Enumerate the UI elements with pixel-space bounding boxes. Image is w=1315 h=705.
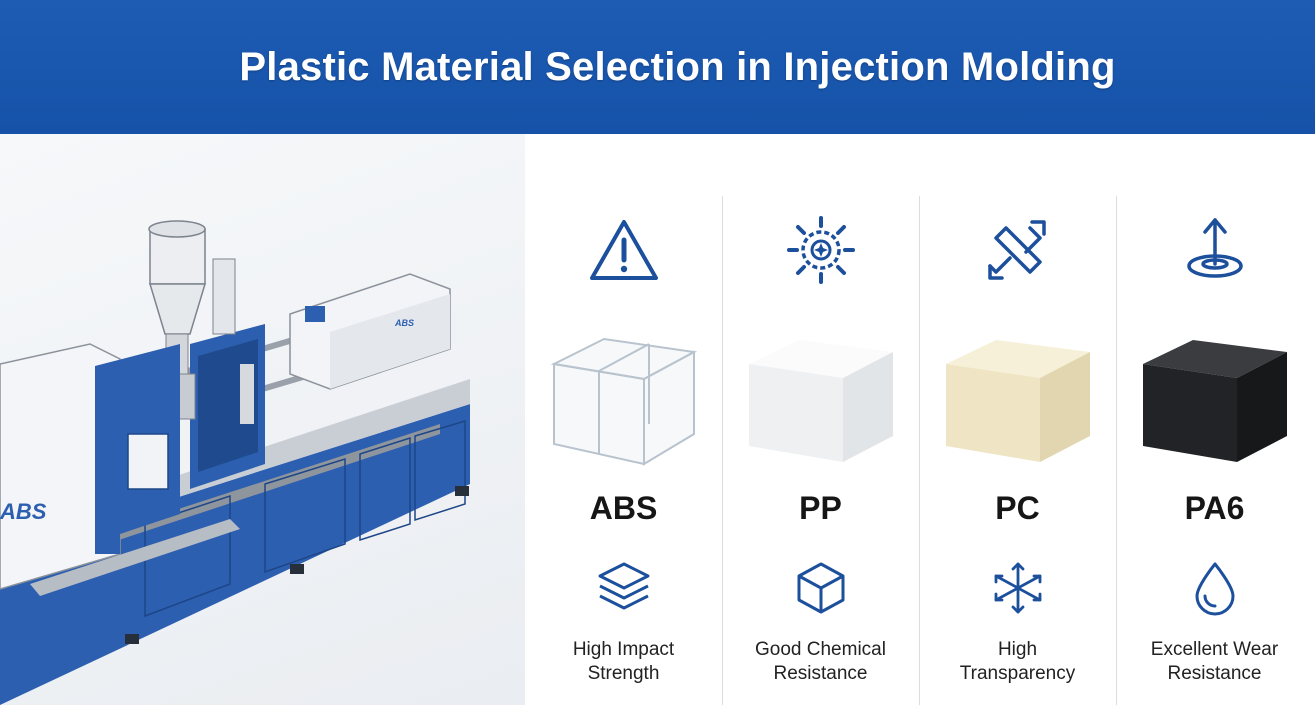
property-line1: High <box>997 639 1038 660</box>
cabinet-doors <box>144 419 466 618</box>
property-line2: Resistance <box>773 663 868 684</box>
pa6-black-block <box>1142 340 1287 462</box>
property-line1: High Impact <box>572 639 675 660</box>
front-rail <box>30 519 240 596</box>
warning-triangle-icon <box>589 220 658 280</box>
column-divider <box>1116 196 1117 705</box>
property-line1: Good Chemical <box>755 639 886 660</box>
water-drop-icon <box>1195 562 1234 616</box>
material-name: PP <box>799 490 842 526</box>
gear-sun-icon <box>786 216 855 284</box>
hopper-lid <box>148 220 206 238</box>
control-panel <box>240 364 254 424</box>
machine-base-front <box>0 404 470 705</box>
property-label: High Impact Strength <box>525 638 722 686</box>
property-line2: Strength <box>587 663 660 684</box>
material-column-abs: ABS High Impact Strength <box>525 134 722 705</box>
injection-unit-bracket <box>305 306 325 322</box>
hopper-body <box>149 228 206 285</box>
layers-stack-icon <box>598 562 649 610</box>
pc-cream-block <box>945 340 1090 462</box>
materials-grid: ABS High Impact Strength <box>525 134 1315 705</box>
column-divider <box>919 196 920 705</box>
machine-feet <box>125 486 469 644</box>
property-label: High Transparency <box>919 638 1116 686</box>
injection-machine-drawing: ABS ABS <box>0 220 470 705</box>
machine-window <box>127 433 169 490</box>
material-name: ABS <box>589 490 658 526</box>
property-line2: Resistance <box>1167 663 1262 684</box>
abs-transparent-block <box>550 337 697 466</box>
property-label: Excellent Wear Resistance <box>1116 638 1313 686</box>
column-divider <box>722 196 723 705</box>
property-label: Good Chemical Resistance <box>722 638 919 686</box>
title-banner: Plastic Material Selection in Injection … <box>0 0 1315 134</box>
material-column-pa6: PA6 Excellent Wear Resistance <box>1116 134 1313 705</box>
arrow-up-platform-icon <box>1186 218 1243 278</box>
dryer-column <box>212 258 236 335</box>
material-name: PA6 <box>1184 490 1245 526</box>
injection-unit-side <box>330 294 450 389</box>
material-column-pc: PC High Transparency <box>919 134 1116 705</box>
body-brand-label: ABS <box>0 499 47 524</box>
material-name: PC <box>995 490 1040 526</box>
hopper-funnel <box>148 283 207 335</box>
injection-machine-illustration: ABS ABS <box>0 134 525 705</box>
page-title: Plastic Material Selection in Injection … <box>239 44 1116 89</box>
crossed-arrows-icon <box>987 220 1046 280</box>
material-column-pp: PP Good Chemical Resistance <box>722 134 919 705</box>
expand-arrows-icon <box>994 562 1041 614</box>
cube-outline-icon <box>797 562 844 614</box>
pp-white-block <box>748 340 893 462</box>
property-line2: Transparency <box>959 663 1076 684</box>
machine-rail-shadow <box>40 424 440 566</box>
property-line1: Excellent Wear <box>1150 639 1279 660</box>
unit-brand-label: ABS <box>394 318 414 328</box>
